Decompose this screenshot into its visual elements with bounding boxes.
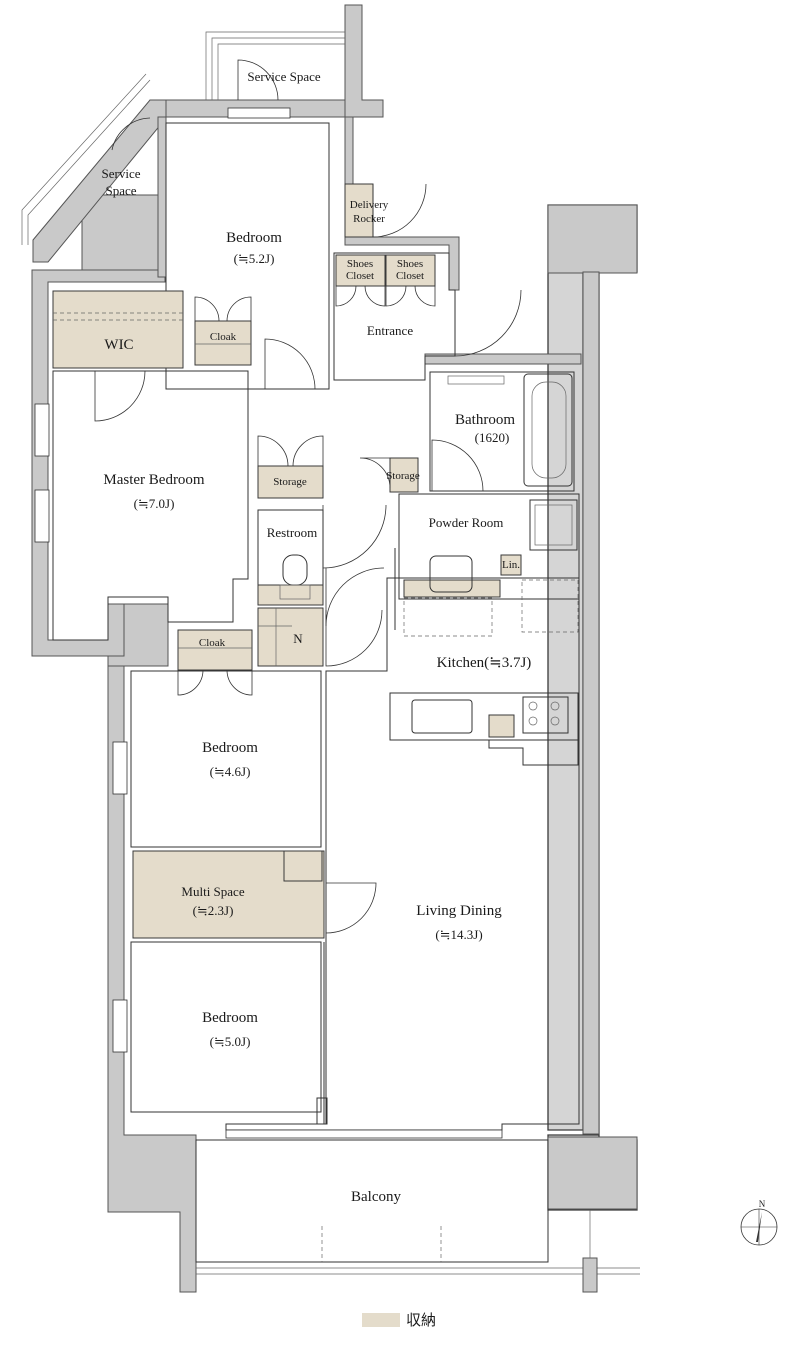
compass-label: N	[759, 1199, 766, 1209]
powder-room-counter	[403, 579, 501, 598]
label-bedroom-top-size: (≒5.2J)	[234, 251, 275, 266]
kitchen-counter	[389, 692, 579, 741]
label-bedroom-mid-size: (≒4.6J)	[210, 764, 251, 779]
label-bedroom-bottom-size: (≒5.0J)	[210, 1034, 251, 1049]
window-master-2	[34, 489, 50, 543]
door-bathroom[interactable]	[431, 439, 484, 492]
door-multi-space[interactable]	[325, 882, 377, 934]
kitchen-stove	[522, 696, 569, 734]
label-service-space-left-1: Service	[102, 166, 141, 181]
window-master-1	[34, 403, 50, 457]
door-n-storage[interactable]	[325, 609, 383, 667]
right-wall	[582, 271, 600, 1135]
label-bathroom: Bathroom	[455, 412, 515, 428]
label-storage-left: Storage	[273, 476, 307, 488]
label-multi-space-size: (≒2.3J)	[193, 903, 234, 918]
door-service-space[interactable]	[237, 59, 279, 101]
powder-room-outline	[398, 493, 580, 600]
toilet	[282, 554, 308, 586]
window-bedroom-mid	[112, 741, 128, 795]
label-n: N	[293, 631, 303, 646]
compass-icon: N	[740, 1199, 778, 1246]
label-balcony: Balcony	[351, 1189, 401, 1205]
storage-left	[257, 465, 324, 499]
shoes-closet-1	[335, 254, 386, 287]
label-bedroom-mid: Bedroom	[202, 740, 258, 756]
window-bedroom-top	[227, 107, 291, 119]
left-corner-block	[81, 194, 167, 271]
label-cloak-mid: Cloak	[199, 637, 226, 649]
bathtub	[523, 373, 573, 487]
window-bedroom-bottom	[112, 999, 128, 1053]
label-shoes-closet-1a: Shoes	[347, 258, 373, 270]
lin-storage	[500, 554, 522, 576]
label-living-dining: Living Dining	[416, 903, 502, 919]
door-service-space-left[interactable]	[111, 117, 151, 151]
door-master-bedroom[interactable]	[94, 370, 146, 422]
door-delivery-rocker[interactable]	[372, 183, 427, 238]
cloak-top-storage	[194, 320, 252, 366]
wic-storage	[52, 290, 184, 369]
bedroom-mid-outline	[130, 670, 322, 848]
kitchen-fridge-space	[488, 714, 515, 738]
label-shoes-closet-2a: Shoes	[397, 258, 423, 270]
label-delivery-rocker-2: Rocker	[353, 213, 385, 225]
label-master-bedroom-size: (≒7.0J)	[134, 496, 175, 511]
door-storage-right[interactable]	[359, 457, 391, 489]
delivery-rocker-storage	[344, 183, 374, 238]
label-wic: WIC	[104, 337, 133, 353]
door-restroom[interactable]	[322, 504, 387, 569]
powder-sink	[429, 555, 473, 593]
door-entrance[interactable]	[454, 289, 522, 357]
storage-right	[389, 457, 419, 493]
label-cloak-top: Cloak	[210, 331, 237, 343]
window-living	[225, 1129, 503, 1139]
right-column-block	[547, 204, 638, 274]
door-storage-left[interactable]	[257, 435, 324, 467]
label-shoes-closet-1b: Closet	[346, 270, 374, 282]
multi-space-shelf	[283, 850, 323, 882]
label-master-bedroom: Master Bedroom	[103, 472, 205, 488]
label-kitchen: Kitchen(≒3.7J)	[437, 655, 532, 671]
shoes-closet-2	[385, 254, 436, 287]
label-shoes-closet-2b: Closet	[396, 270, 424, 282]
pillar-bedroom-bottom	[316, 1097, 328, 1125]
living-dining-outline	[225, 577, 580, 1131]
door-cloak-top[interactable]	[194, 296, 252, 322]
label-service-space-left-2: Space	[105, 183, 136, 198]
label-entrance: Entrance	[367, 323, 413, 338]
door-restroom-lower[interactable]	[325, 567, 385, 627]
legend-label: 収納	[406, 1311, 437, 1329]
balcony-outline	[195, 1139, 549, 1263]
top-wall	[344, 4, 384, 118]
label-storage-right: Storage	[386, 470, 420, 482]
door-cloak-mid[interactable]	[177, 669, 253, 696]
label-bedroom-bottom: Bedroom	[202, 1010, 258, 1026]
label-restroom: Restroom	[267, 525, 318, 540]
balcony-right-block	[547, 1136, 638, 1210]
restroom-counter	[257, 584, 324, 606]
n-storage	[257, 607, 324, 667]
label-bedroom-top: Bedroom	[226, 230, 282, 246]
label-multi-space: Multi Space	[181, 884, 244, 899]
label-bathroom-size: (1620)	[475, 430, 510, 445]
label-lin: Lin.	[502, 559, 520, 571]
bedroom-bottom-outline	[130, 941, 322, 1113]
bathroom-outline	[429, 371, 575, 492]
label-service-space-top: Service Space	[247, 69, 321, 84]
washing-machine	[529, 499, 578, 551]
label-delivery-rocker-1: Delivery	[350, 199, 389, 211]
label-powder-room: Powder Room	[429, 515, 504, 530]
left-lower-wall	[107, 665, 197, 1293]
legend-storage-swatch	[362, 1312, 400, 1327]
door-bedroom-top[interactable]	[264, 338, 316, 390]
kitchen-sink	[411, 699, 473, 734]
legend: 収納	[362, 1309, 436, 1330]
cloak-mid-storage	[177, 629, 253, 671]
wall-bedroom-left	[157, 116, 167, 278]
label-living-dining-size: (≒14.3J)	[435, 927, 482, 942]
door-shoes-closets[interactable]	[335, 285, 436, 307]
